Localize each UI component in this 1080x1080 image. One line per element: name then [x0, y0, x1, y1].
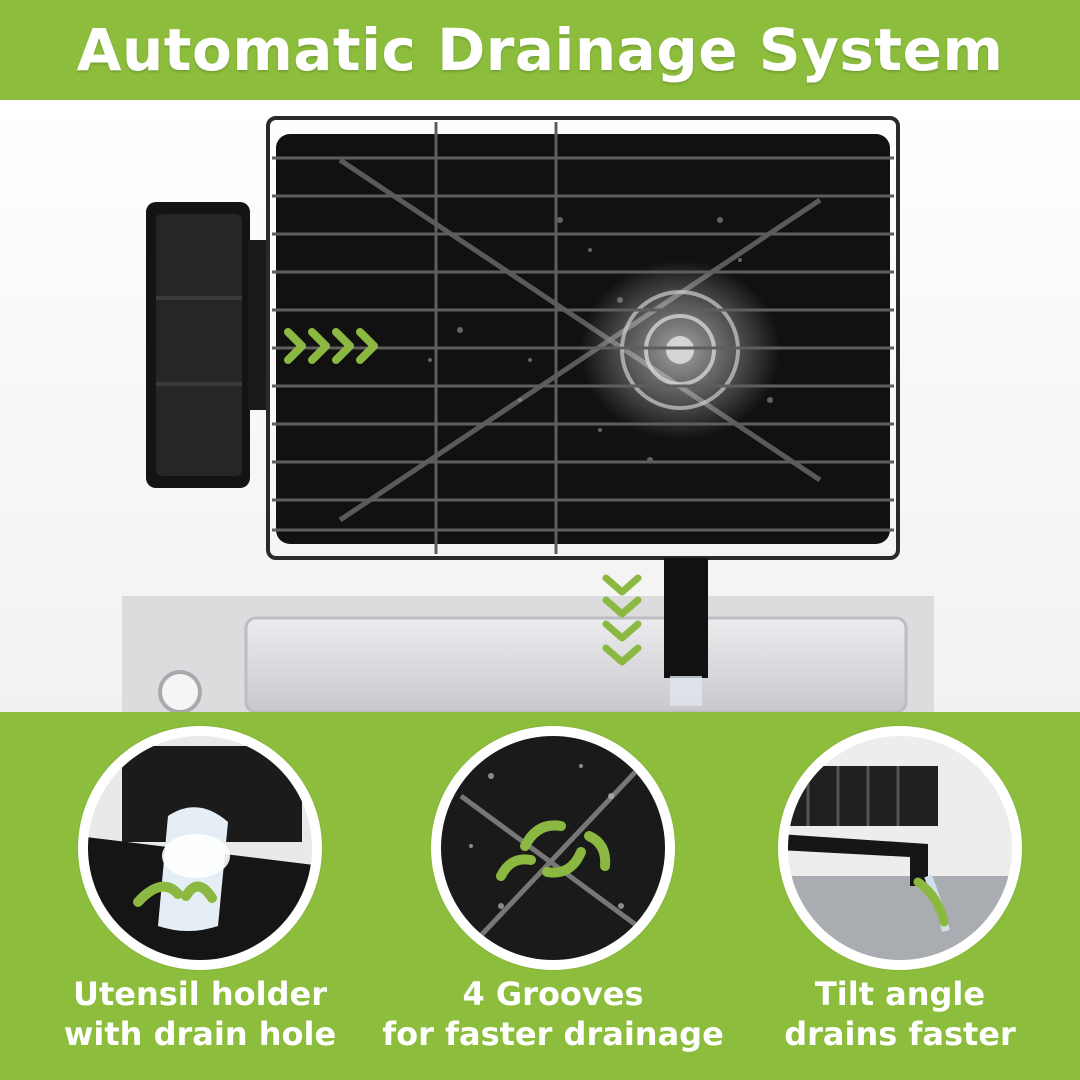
feature-caption-line2: for faster drainage — [382, 1015, 724, 1053]
feature-caption-line1: Utensil holder — [72, 975, 327, 1013]
flow-arrows-right — [284, 328, 378, 364]
feature-circle — [78, 726, 322, 970]
grooves-drainage-icon — [441, 736, 665, 960]
feature-utensil-holder: Utensil holder with drain hole — [20, 712, 380, 1080]
feature-caption: 4 Grooves for faster drainage — [373, 974, 733, 1054]
utensil-holder-drain-icon — [88, 736, 312, 960]
feature-caption-line2: drains faster — [784, 1015, 1016, 1053]
feature-circle — [431, 726, 675, 970]
feature-tilt-angle: Tilt angle drains faster — [720, 712, 1080, 1080]
features-section: Utensil holder with drain hole — [0, 712, 1080, 1080]
tilt-angle-drain-icon — [788, 736, 1012, 960]
product-hero-image — [0, 100, 1080, 712]
feature-caption-line2: with drain hole — [63, 1015, 337, 1053]
page-title: Automatic Drainage System — [76, 16, 1004, 84]
drain-tray — [266, 116, 900, 706]
feature-caption: Tilt angle drains faster — [720, 974, 1080, 1054]
feature-caption-line1: 4 Grooves — [462, 975, 644, 1013]
feature-caption: Utensil holder with drain hole — [20, 974, 380, 1054]
feature-circle — [778, 726, 1022, 970]
feature-grooves: 4 Grooves for faster drainage — [373, 712, 733, 1080]
feature-caption-line1: Tilt angle — [814, 975, 986, 1013]
utensil-holder — [146, 202, 270, 488]
flow-arrows-down — [602, 574, 642, 666]
sink — [122, 596, 934, 712]
dish-rack-illustration — [122, 116, 934, 712]
header-banner: Automatic Drainage System — [0, 0, 1080, 100]
